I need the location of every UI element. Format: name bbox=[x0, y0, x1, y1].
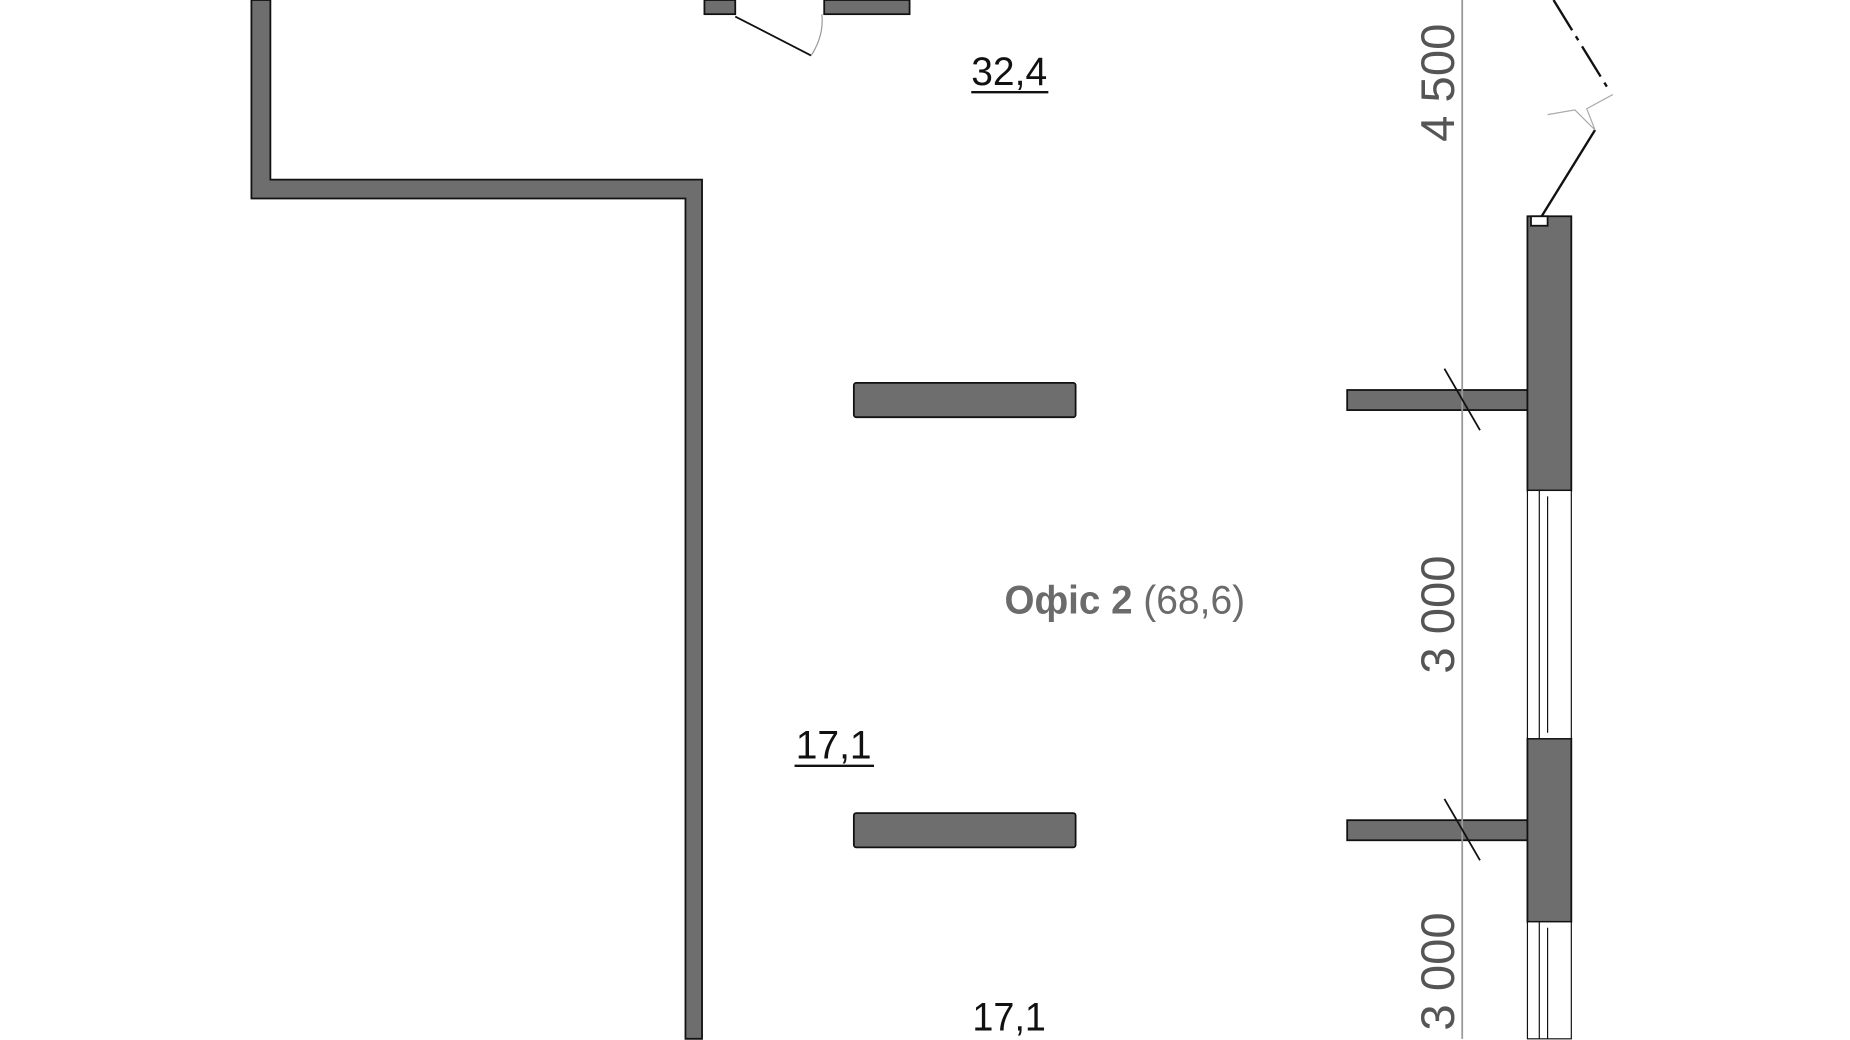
dimension-label: 3 000 bbox=[1412, 555, 1465, 673]
partition-wall bbox=[852, 812, 1077, 849]
dimension-label: 3 000 bbox=[1412, 912, 1465, 1030]
interior-wall-left bbox=[250, 0, 703, 1040]
partition-wall bbox=[852, 382, 1077, 419]
exterior-wall bbox=[1526, 737, 1573, 923]
partition-wall bbox=[1346, 389, 1529, 411]
window bbox=[1526, 489, 1572, 740]
area-label: 17,1 bbox=[972, 995, 1046, 1040]
wall-fragment bbox=[703, 0, 737, 16]
area-label: 32,4 bbox=[971, 49, 1047, 94]
door-leaf bbox=[1552, 0, 1610, 90]
partition-wall bbox=[1346, 819, 1529, 842]
wall-fragment bbox=[823, 0, 911, 16]
window bbox=[1526, 921, 1572, 1040]
room-area: (68,6) bbox=[1143, 577, 1245, 622]
exterior-wall bbox=[1526, 215, 1573, 492]
entrance-door-leaf bbox=[1540, 129, 1597, 217]
dimension-tick bbox=[1443, 368, 1481, 431]
door-leaf bbox=[734, 15, 812, 57]
door-hinge bbox=[1530, 215, 1549, 227]
door-swing-arc bbox=[810, 14, 823, 56]
room-title: Офіс 2 bbox=[1004, 577, 1132, 622]
dimension-tick bbox=[1443, 798, 1481, 861]
area-label: 17,1 bbox=[796, 723, 872, 768]
dimension-label: 4 500 bbox=[1412, 24, 1465, 142]
door-break-line bbox=[1547, 94, 1614, 131]
